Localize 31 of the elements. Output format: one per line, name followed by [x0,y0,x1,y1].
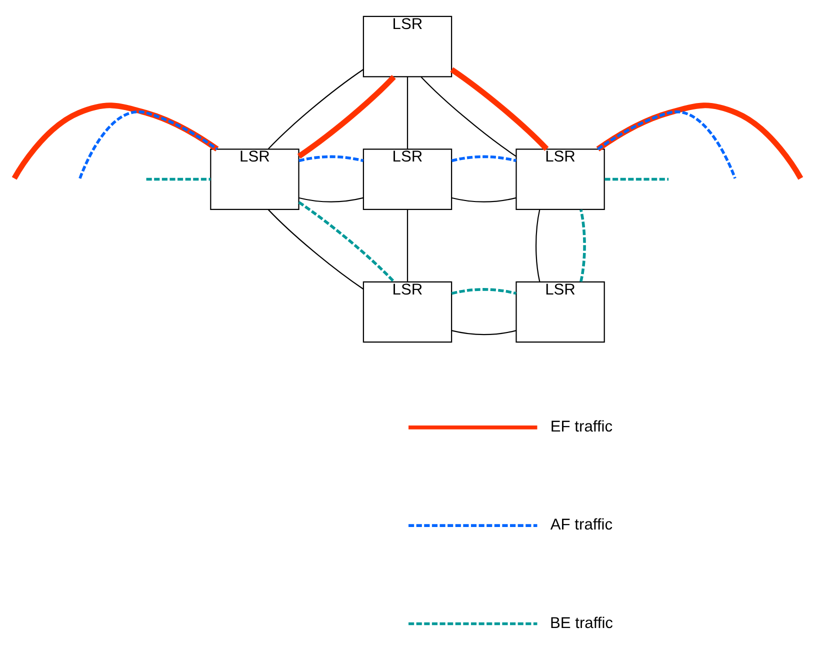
connector [298,197,364,202]
connector [406,76,408,149]
connector [420,76,516,157]
connector [452,197,516,202]
connector [146,178,211,181]
node-box: LSR [210,148,300,210]
connector [12,102,219,180]
connector [580,209,586,282]
node-box: LSR [516,148,605,210]
node-box: LSR [362,281,452,343]
connector [452,330,516,336]
legend-label: EF traffic [550,418,613,436]
connector [604,178,669,181]
connector [298,201,395,283]
connector [450,67,549,151]
connector [597,110,736,179]
legend-label: BE traffic [550,614,613,632]
connector [451,155,516,162]
connector [297,75,396,159]
connector [298,155,364,162]
node-box: LSR [362,16,452,78]
legend-label: AF traffic [550,516,613,534]
connector [78,110,218,179]
node-box: LSR [362,148,452,210]
node-box: LSR [516,281,605,343]
connector [406,210,408,282]
connector [451,288,516,295]
connector [268,69,364,150]
connector [535,210,540,282]
connector [268,209,364,290]
connector [596,102,804,180]
